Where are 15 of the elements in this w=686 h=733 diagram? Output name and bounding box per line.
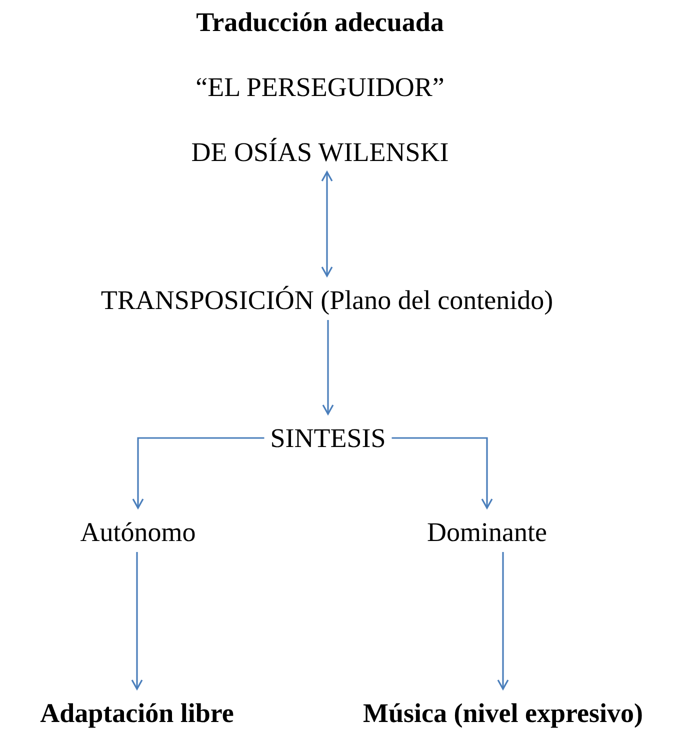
author-text: DE OSÍAS WILENSKI <box>191 136 449 168</box>
arrow <box>321 171 333 277</box>
node-label: SINTESIS <box>270 422 386 454</box>
arrow <box>131 552 143 690</box>
arrow <box>322 320 334 415</box>
arrow <box>392 437 493 509</box>
work-title: “EL PERSEGUIDOR” <box>196 71 444 103</box>
node-label: Autónomo <box>80 516 196 548</box>
arrow <box>132 437 264 509</box>
arrow <box>497 552 509 690</box>
title-text: Traducción adecuada <box>196 6 444 38</box>
node-label: Dominante <box>427 516 547 548</box>
node-label: Música (nivel expresivo) <box>363 697 643 729</box>
node-label: TRANSPOSICIÓN (Plano del contenido) <box>100 284 554 316</box>
node-label: Adaptación libre <box>40 697 234 729</box>
